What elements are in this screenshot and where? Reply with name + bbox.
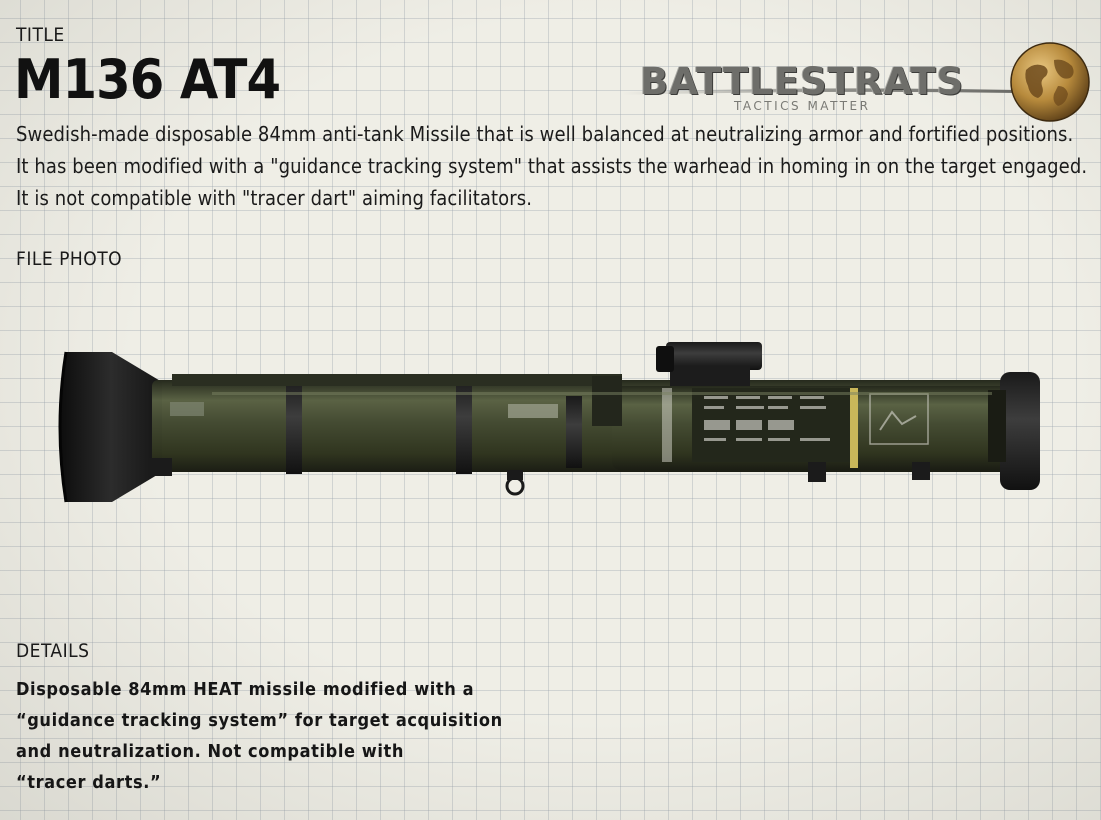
title-section-label: TITLE [16,24,65,46]
details-text: Disposable 84mm HEAT missile modified wi… [16,674,506,798]
logo-swoosh-icon [622,88,1017,95]
battlestrats-logo: BATTLESTRATS TACTICS MATTER [622,40,1094,124]
file-photo-section-label: FILE PHOTO [16,248,123,270]
weapon-description: Swedish-made disposable 84mm anti-tank M… [16,122,1088,210]
logo-tagline: TACTICS MATTER [734,99,871,113]
details-line: Disposable 84mm HEAT missile modified wi… [16,679,475,700]
details-line: “tracer darts.” [16,772,162,793]
globe-icon [1010,42,1090,122]
details-line: “guidance tracking system” for target ac… [16,710,503,731]
details-line: and neutralization. Not compatible with [16,741,404,762]
details-section-label: DETAILS [16,640,90,662]
weapon-name-heading: M136 AT4 [14,48,281,111]
logo-wordmark: BATTLESTRATS [640,60,965,103]
rocket-launcher-image [58,342,1040,503]
